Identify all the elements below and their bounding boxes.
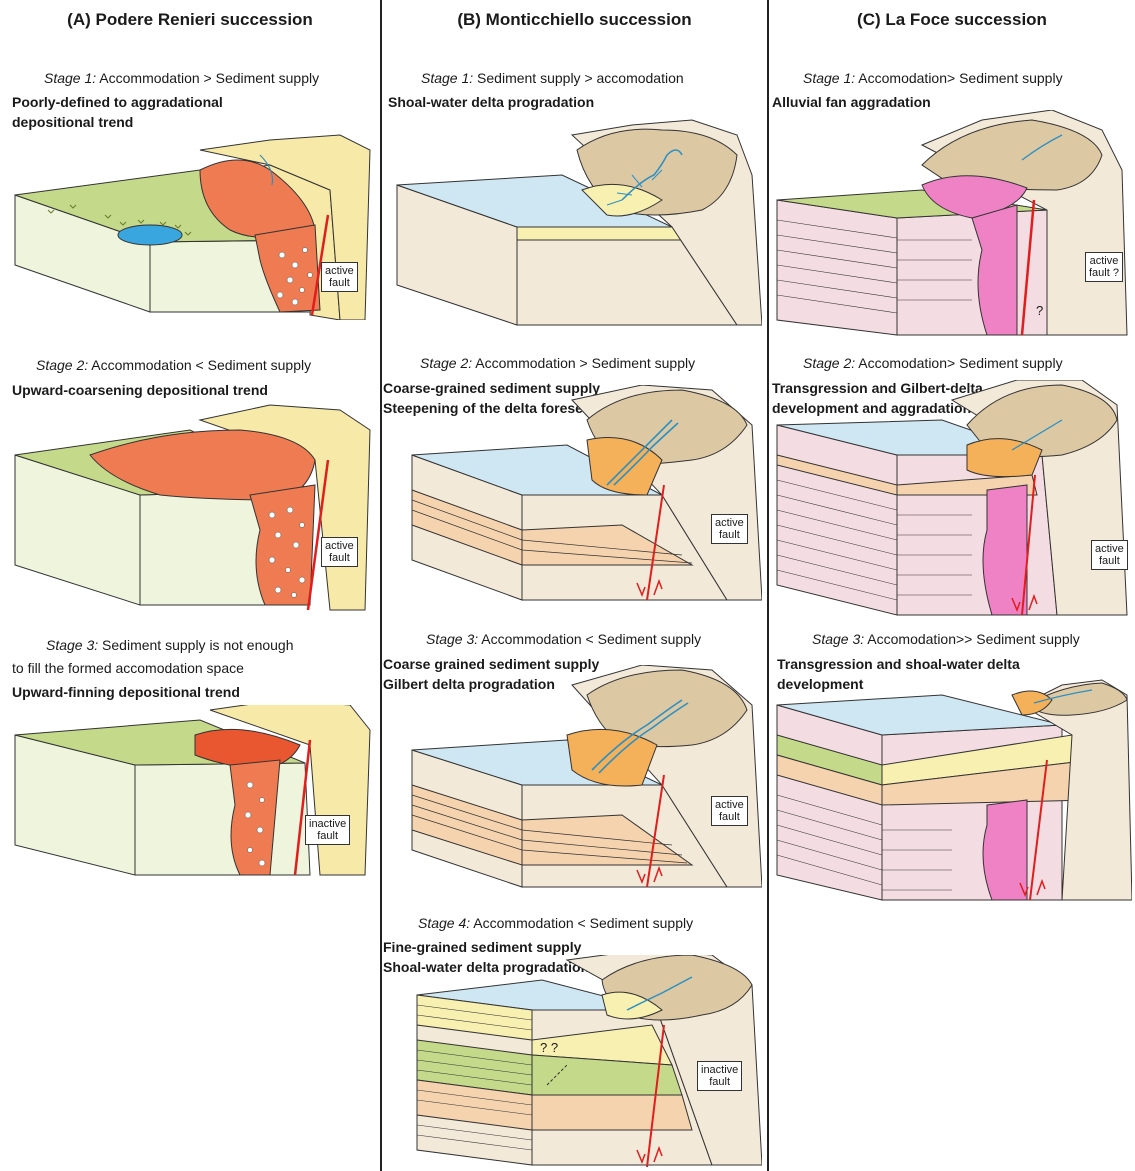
column-divider-ab: [380, 0, 382, 1171]
column-c-title: (C) La Foce succession: [769, 10, 1135, 30]
stage-label: Stage 2: Accommodation < Sediment supply: [36, 357, 311, 373]
block-diagram-a3: [10, 705, 375, 885]
depositional-trend: Upward-coarsening depositional trend: [12, 380, 268, 400]
stage-label: Stage 3: Sediment supply is not enough: [46, 637, 294, 653]
stage-label: Stage 4: Accommodation < Sediment supply: [418, 915, 693, 931]
block-diagram-c2: [772, 380, 1132, 620]
column-divider-bc: [767, 0, 769, 1171]
uncertainty-question-marks: ? ?: [540, 1040, 558, 1055]
stage-label: Stage 1: Accomodation> Sediment supply: [803, 70, 1063, 86]
block-diagram-c3: [772, 675, 1132, 905]
depositional-trend: Shoal-water delta progradation: [388, 92, 594, 112]
stage-label: Stage 1: Sediment supply > accomodation: [421, 70, 684, 86]
depositional-trend: Alluvial fan aggradation: [772, 92, 931, 112]
stage-condition-continued: to fill the formed accomodation space: [12, 660, 244, 676]
column-b-title: (B) Monticchiello succession: [382, 10, 767, 30]
column-a-title: (A) Podere Renieri succession: [0, 10, 380, 30]
stage-label: Stage 2: Accomodation> Sediment supply: [803, 355, 1063, 371]
depositional-trend: Upward-finning depositional trend: [12, 682, 240, 702]
stage-label: Stage 3: Accomodation>> Sediment supply: [812, 631, 1080, 647]
uncertainty-question-mark: ?: [1036, 303, 1043, 318]
block-diagram-b2: [392, 385, 762, 605]
stage-label: Stage 3: Accommodation < Sediment supply: [426, 631, 701, 647]
block-diagram-a2: [10, 400, 375, 615]
block-diagram-b1: [392, 115, 762, 330]
stage-label: Stage 2: Accommodation > Sediment supply: [420, 355, 695, 371]
block-diagram-b3: [392, 665, 762, 890]
stage-label: Stage 1: Accommodation > Sediment supply: [44, 70, 319, 86]
block-diagram-c1: [772, 110, 1132, 340]
